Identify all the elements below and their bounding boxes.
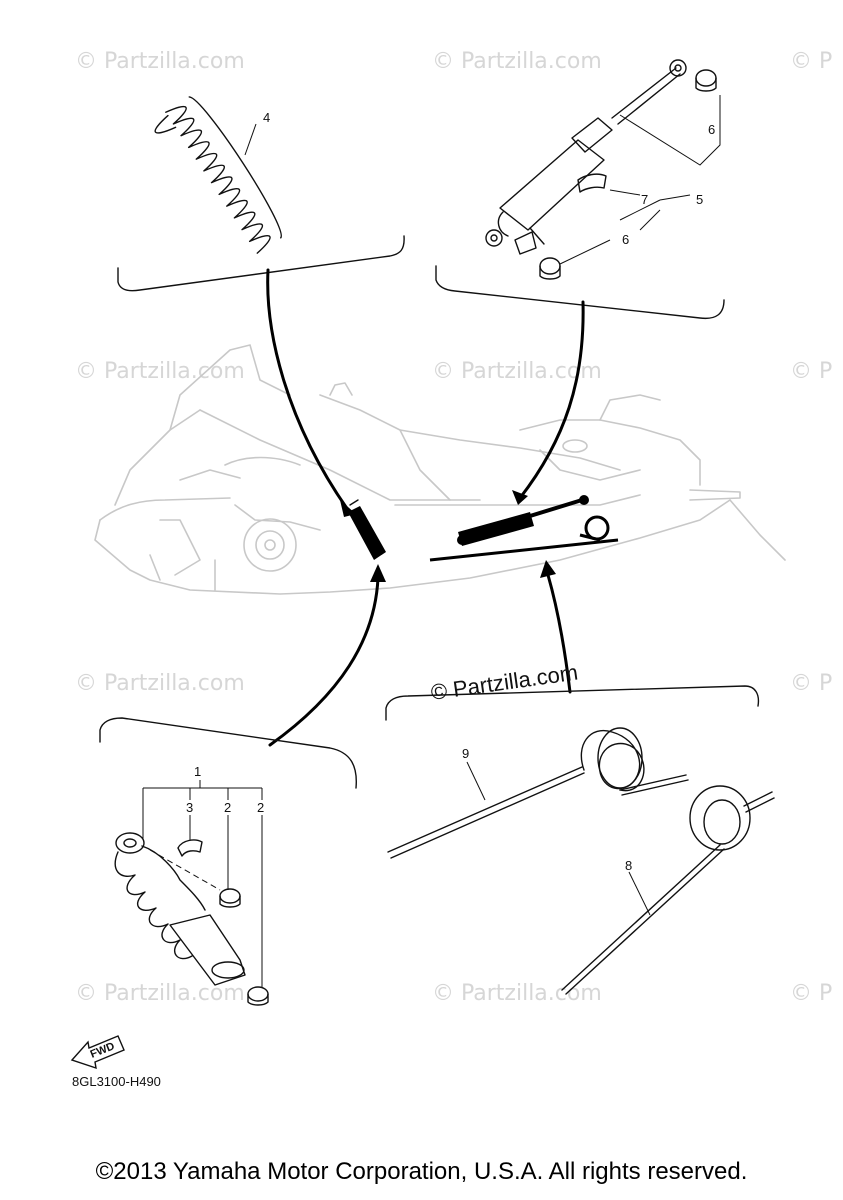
watermark: © Partzilla.com (75, 981, 245, 1006)
bracket-top-left (117, 235, 405, 292)
shock-absorber-item-5 (485, 59, 717, 280)
bracket-bottom-right (385, 685, 760, 721)
callout-3: 3 (186, 800, 193, 815)
watermark: © Partzilla.com (75, 671, 245, 696)
watermark: © P (790, 671, 832, 696)
callout-6: 6 (708, 122, 715, 137)
callout-leaders-right (244, 123, 651, 916)
highlighted-torsion-spring (429, 515, 619, 562)
front-shock-item-1 (114, 832, 269, 1006)
callout-2: 2 (224, 800, 231, 815)
watermark-layer: © Partzilla.com © Partzilla.com © P © Pa… (75, 49, 832, 1006)
watermark: © P (790, 359, 832, 384)
watermark: © P (790, 981, 832, 1006)
central-watermark: © Partzilla.com (429, 660, 579, 705)
callout-6: 6 (622, 232, 629, 247)
callout-1: 1 (194, 764, 201, 779)
bracket-top-right (435, 265, 725, 320)
watermark: © P (790, 49, 832, 74)
highlighted-front-shock (348, 499, 386, 560)
callout-7: 7 (641, 192, 648, 207)
diagram-part-code: 8GL3100-H490 (72, 1074, 161, 1089)
watermark: © Partzilla.com (432, 359, 602, 384)
callout-8: 8 (625, 858, 632, 873)
watermark: © Partzilla.com (432, 981, 602, 1006)
callout-9: 9 (462, 746, 469, 761)
watermark: © Partzilla.com (432, 49, 602, 74)
callout-5: 5 (696, 192, 703, 207)
torsion-spring-item-9 (387, 727, 689, 859)
forward-arrow-icon: FWD (70, 1035, 125, 1070)
watermark: © Partzilla.com (75, 49, 245, 74)
torsion-spring-item-8 (561, 785, 775, 995)
copyright-notice: ©2013 Yamaha Motor Corporation, U.S.A. A… (95, 1158, 748, 1185)
spring-item-4 (154, 96, 282, 254)
snowmobile-outline (94, 344, 786, 595)
bracket-bottom-left (99, 717, 357, 789)
callout-4: 4 (263, 110, 270, 125)
callout-leaders-top-right (559, 95, 721, 265)
callout-leaders-bottom-left (142, 780, 263, 988)
watermark: © Partzilla.com (75, 359, 245, 384)
highlighted-rear-shock (457, 495, 589, 546)
callout-2: 2 (257, 800, 264, 815)
